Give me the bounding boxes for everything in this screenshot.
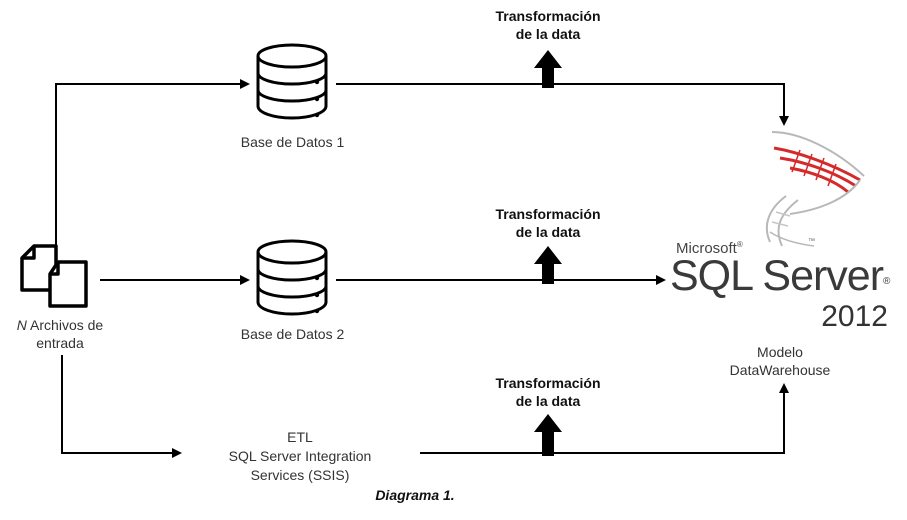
transform-label-line1: Transformación — [495, 8, 601, 24]
transform-label-line2: de la data — [515, 224, 581, 240]
files-icon — [20, 244, 88, 308]
sqlserver-brand: Microsoft® — [676, 240, 743, 257]
sqlserver-product-name: SQL Server — [670, 252, 884, 300]
files-label-line1: Archivos de — [30, 317, 104, 333]
sql-server-logo-icon — [765, 131, 865, 247]
sqlserver-tm: ™ — [808, 238, 815, 245]
arrow-up-icon — [534, 246, 562, 284]
sqlserver-version: 2012 — [821, 300, 888, 333]
database-icon — [256, 239, 328, 316]
connector-files-to-etl — [61, 355, 182, 458]
microsoft-wordmark: Microsoft — [676, 240, 737, 257]
etl-line2: SQL Server Integration — [228, 448, 372, 464]
files-label-line2: entrada — [36, 335, 84, 351]
transform-label-line2: de la data — [515, 393, 581, 409]
db2-label: Base de Datos 2 — [240, 326, 345, 342]
target-label-line2: DataWarehouse — [729, 362, 831, 378]
connectors — [55, 79, 789, 458]
files-count-prefix: N — [16, 317, 27, 333]
connector-etl-to-warehouse — [420, 383, 789, 454]
transform-label-line1: Transformación — [495, 375, 601, 391]
etl-title: ETL — [287, 429, 313, 445]
database-icon — [256, 43, 328, 120]
connector-db1-to-sqlserver — [336, 83, 789, 126]
etl-label: ETL SQL Server Integration Services (SSI… — [190, 428, 410, 485]
transform-label-line2: de la data — [515, 26, 581, 42]
files-label: N Archivos de entrada — [0, 316, 120, 352]
transform-label: Transformación de la data — [470, 374, 626, 410]
etl-line3: Services (SSIS) — [250, 467, 350, 483]
registered-mark: ® — [736, 240, 743, 249]
figure-caption: Diagrama 1. — [375, 487, 455, 503]
transform-label: Transformación de la data — [470, 205, 626, 241]
sqlserver-product: SQL Server® — [670, 252, 890, 300]
registered-mark: ® — [883, 276, 890, 287]
arrow-up-icon — [534, 414, 562, 456]
db1-label: Base de Datos 1 — [240, 134, 345, 150]
arrow-up-icon — [534, 50, 562, 88]
target-label: Modelo DataWarehouse — [700, 343, 860, 379]
transform-label-line1: Transformación — [495, 206, 601, 222]
transform-label: Transformación de la data — [470, 7, 626, 43]
target-label-line1: Modelo — [757, 344, 803, 360]
connector-files-to-db1 — [55, 79, 250, 248]
